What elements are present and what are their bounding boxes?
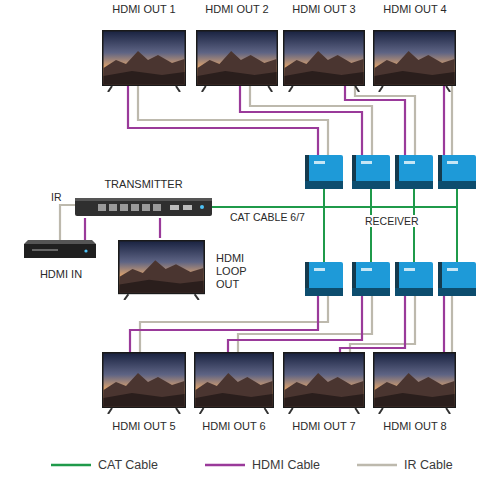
power-led [200, 205, 204, 209]
legend-label: CAT Cable [98, 457, 158, 473]
loop-out-display: HDMI LOOP OUT [116, 238, 276, 300]
player-top [24, 240, 96, 244]
tv-display: HDMI OUT 1 [100, 3, 188, 93]
hdmi-cable [240, 86, 362, 155]
rj45-port [120, 204, 128, 211]
tv-image [194, 352, 274, 414]
legend-line [357, 464, 397, 467]
legend-line [205, 464, 245, 467]
node-label: HDMI OUT 6 [193, 420, 275, 432]
ir-cable [451, 296, 453, 352]
legend-swatch [50, 457, 92, 473]
node-label: HDMI OUT 3 [282, 3, 366, 15]
node-label: HDMI OUT 2 [195, 3, 279, 15]
hdmi-cable [340, 296, 405, 352]
transmitter: TRANSMITTER [75, 178, 212, 218]
tv-display: HDMI OUT 2 [195, 3, 279, 93]
rj45-port [153, 204, 161, 211]
legend-item: CAT Cable [50, 457, 190, 473]
rj45-port [131, 204, 139, 211]
tv-display: HDMI OUT 7 [282, 350, 366, 432]
node-label: HDMI OUT 1 [100, 3, 188, 15]
node-label: HDMI OUT 8 [372, 420, 458, 432]
ir-cable [138, 86, 328, 155]
tv-image [283, 30, 365, 92]
cat-cable [456, 189, 458, 262]
ir-cables [138, 86, 452, 352]
transmitter-unit [75, 198, 212, 216]
receiver-unit [352, 262, 390, 296]
node-label: HDMI OUT 7 [282, 420, 366, 432]
hdmi-cable [443, 86, 445, 155]
player-led [84, 249, 87, 252]
rj45-port [98, 204, 106, 211]
hdmi-cable [443, 296, 445, 352]
tv-display: HDMI OUT 5 [100, 350, 188, 432]
disc-slot [32, 249, 58, 251]
legend-label: HDMI Cable [252, 457, 320, 473]
rj45-port [142, 204, 150, 211]
hdmi-cable [345, 86, 405, 155]
legend-line [51, 464, 91, 467]
cable-label: IR [50, 191, 63, 203]
hdmi-port [183, 205, 192, 210]
node-label: TRANSMITTER [75, 178, 212, 190]
tv-image [373, 352, 456, 414]
receiver-unit [305, 155, 343, 189]
node-label: HDMI OUT 5 [100, 420, 188, 432]
hdmi-cable [159, 218, 161, 238]
hdmi-cable [228, 296, 362, 352]
transmitter-top [75, 198, 212, 201]
receiver-unit [395, 155, 433, 189]
tv-image [196, 30, 278, 92]
node-label: HDMI LOOP OUT [216, 252, 264, 291]
hdmi-cable [130, 296, 318, 352]
cat-cables [212, 189, 457, 262]
tv-display: HDMI OUT 6 [193, 350, 275, 432]
tv-display: HDMI OUT 4 [372, 3, 458, 93]
tv-display: HDMI OUT 8 [372, 350, 458, 432]
legend-label: IR Cable [404, 457, 453, 473]
node-label: HDMI IN [22, 268, 100, 280]
ir-cable [451, 86, 453, 155]
transmitter-body [75, 198, 212, 216]
legend-swatch [204, 457, 246, 473]
hdmi-port [170, 205, 179, 210]
receiver-unit [305, 262, 343, 296]
player-front [24, 244, 96, 258]
cat-cable [212, 206, 457, 208]
source-player: HDMI IN [22, 240, 100, 280]
legend-item: HDMI Cable [204, 457, 344, 473]
tv-image [283, 352, 365, 414]
tv-image [373, 30, 456, 92]
tv-display: HDMI OUT 3 [282, 3, 366, 93]
receiver-unit [438, 155, 476, 189]
cable-label: CAT CABLE 6/7 [229, 211, 306, 223]
legend-item: IR Cable [356, 457, 496, 473]
node-label: HDMI OUT 4 [372, 3, 458, 15]
receiver-unit [438, 262, 476, 296]
legend-swatch [356, 457, 398, 473]
receiver-unit [352, 155, 390, 189]
tv-image [102, 30, 186, 92]
ir-cable [60, 205, 75, 240]
receiver-unit [395, 262, 433, 296]
hdmi-cable [128, 86, 318, 155]
tv-image [118, 240, 205, 300]
bluray-player [24, 240, 96, 258]
ir-cable [250, 86, 372, 155]
hdmi-cable [84, 218, 86, 240]
rj45-port [109, 204, 117, 211]
tv-image [102, 352, 186, 414]
hdmi-cables [128, 86, 444, 352]
device-label: RECEIVER [364, 215, 420, 227]
ir-cable [140, 296, 328, 352]
cat-cable [323, 189, 325, 262]
